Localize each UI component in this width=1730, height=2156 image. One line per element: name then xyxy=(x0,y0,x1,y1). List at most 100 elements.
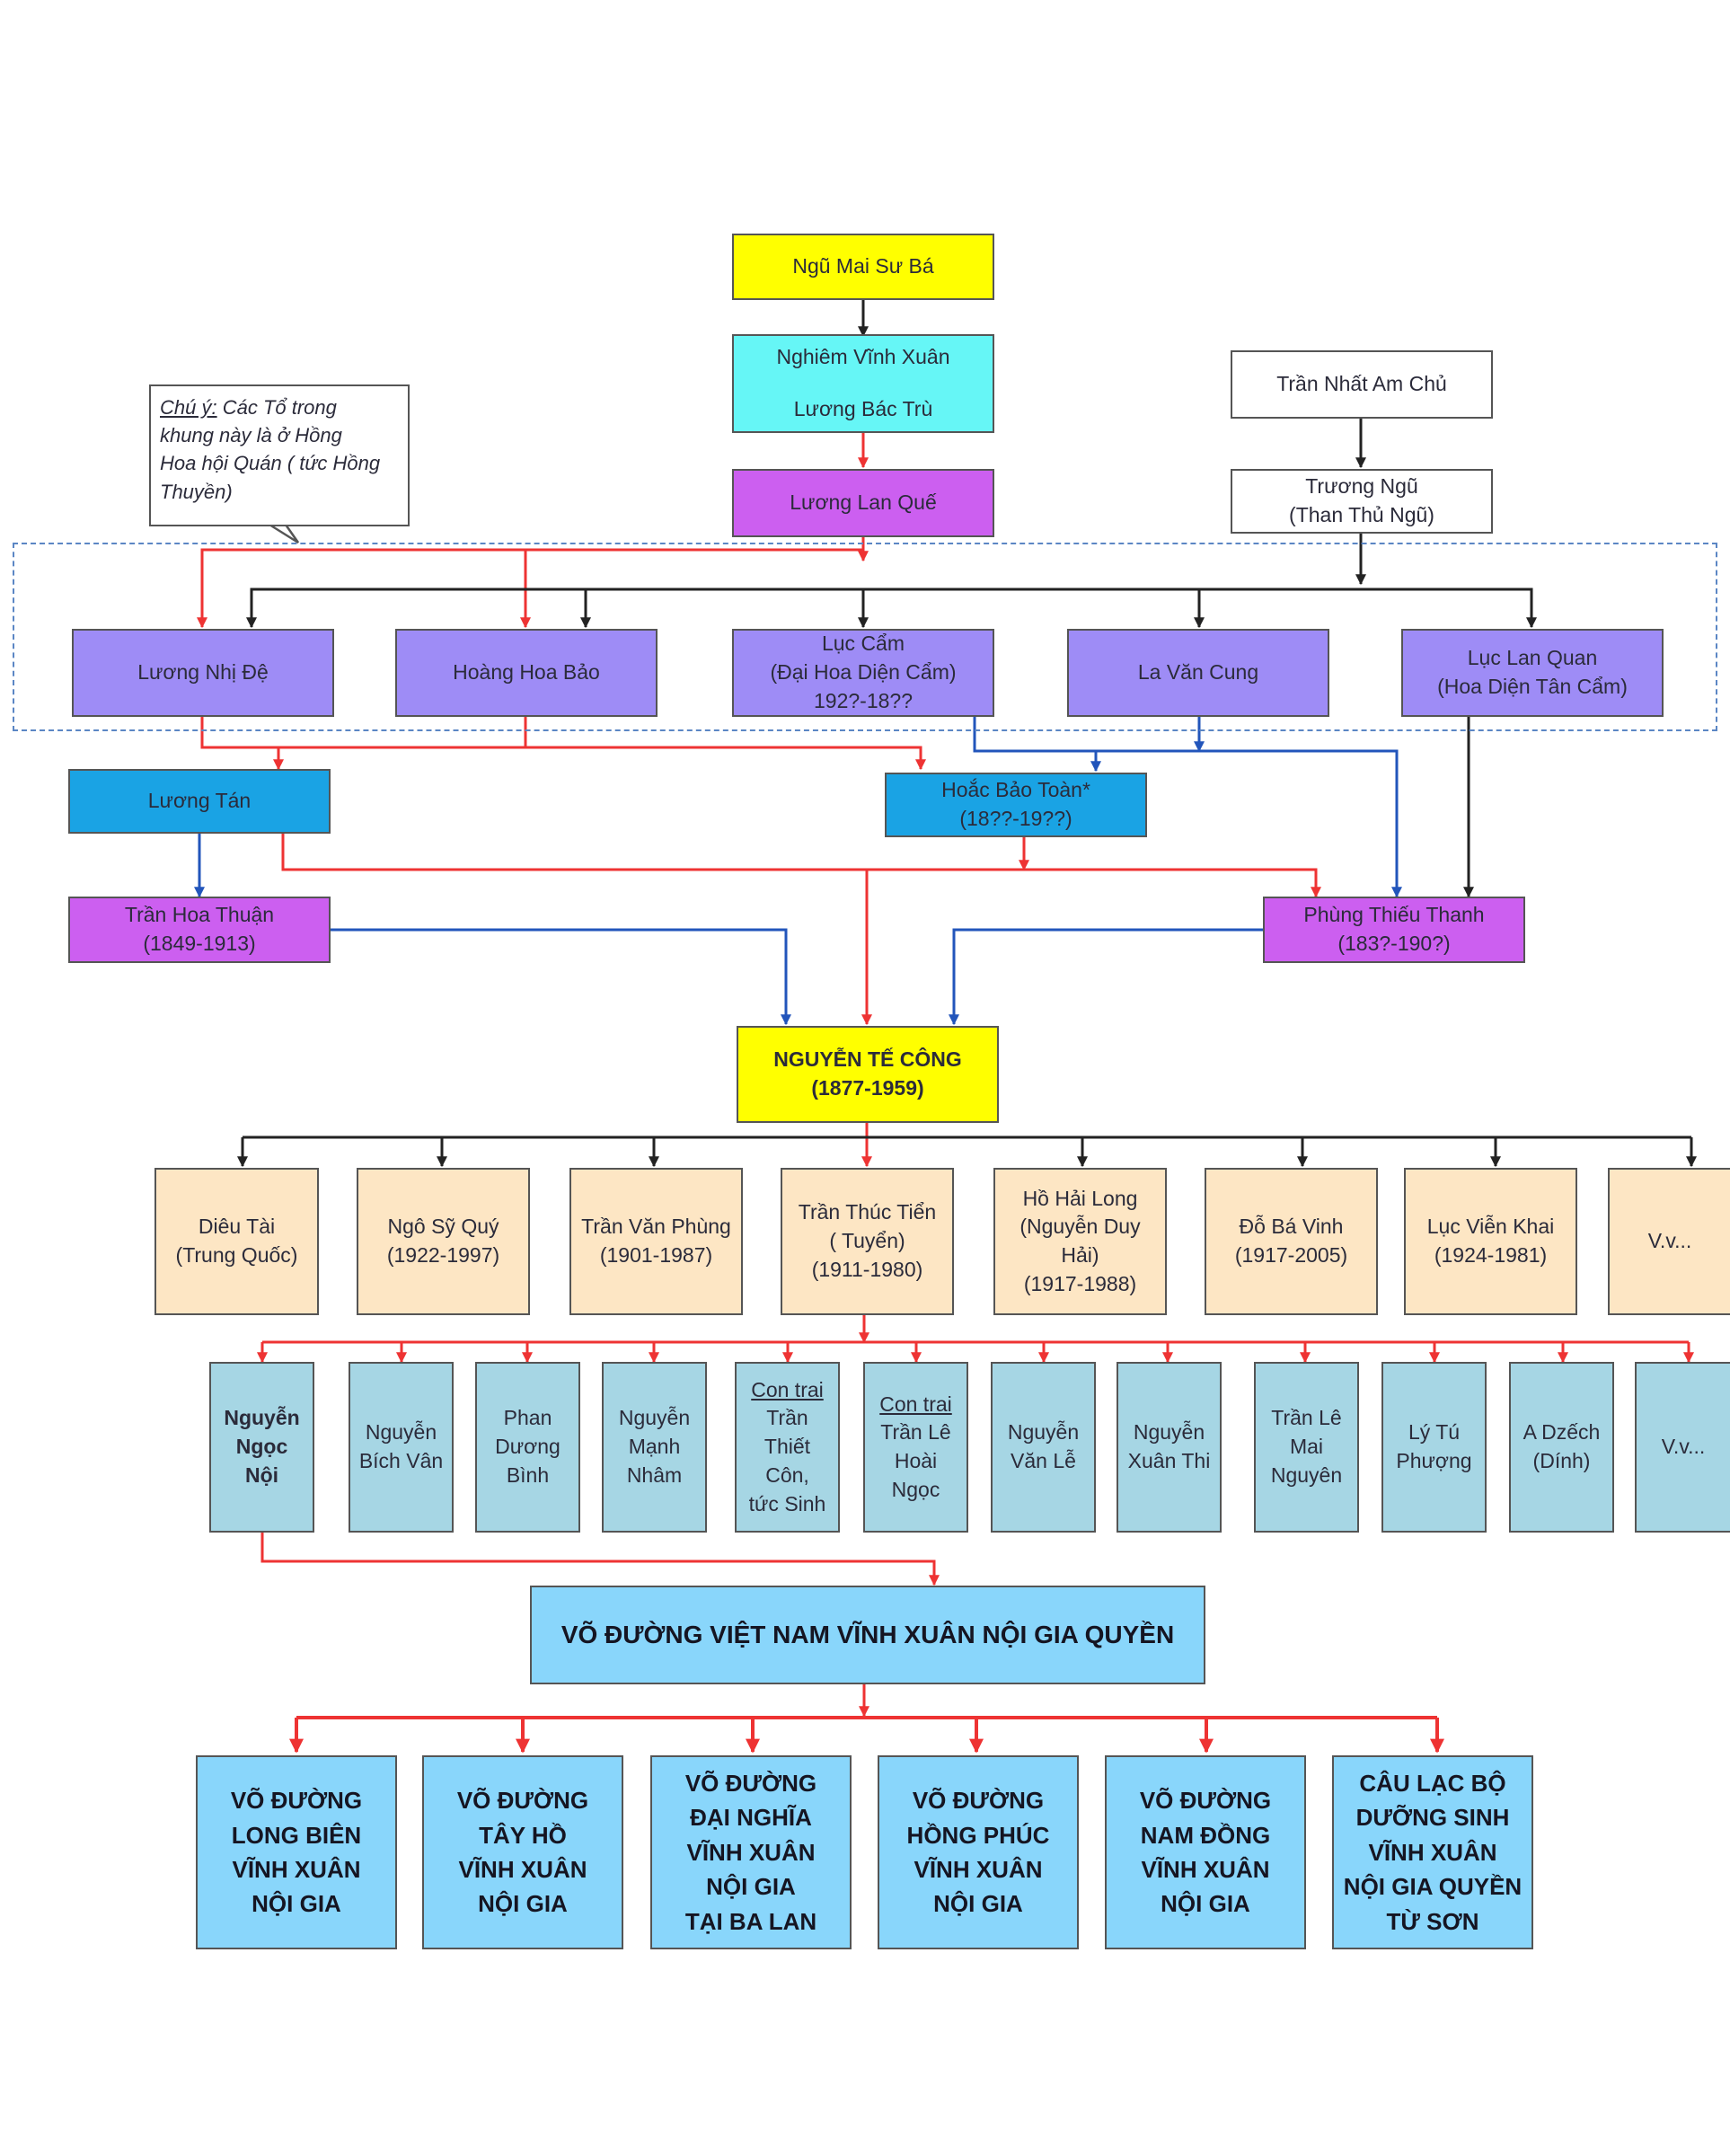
node-label: (1917-2005) xyxy=(1234,1243,1348,1267)
node-label: (1877-1959) xyxy=(811,1076,924,1100)
node-label: Nguyễn xyxy=(1133,1420,1205,1445)
node-label: tức Sinh xyxy=(748,1491,826,1515)
node-label: Hải) xyxy=(1061,1243,1099,1267)
disciple-etc: V.v... xyxy=(1635,1362,1730,1533)
node-label: Mạnh xyxy=(628,1435,681,1459)
node-label: Mai xyxy=(1289,1435,1324,1459)
node-label: Trần Lê xyxy=(1271,1406,1342,1430)
node-label: (Dính) xyxy=(1532,1449,1591,1472)
node-nguyen-te-cong: NGUYỄN TẾ CÔNG (1877-1959) xyxy=(737,1026,999,1123)
node-label: VÕ ĐƯỜNG xyxy=(230,1787,363,1815)
node-label: Ngọc xyxy=(235,1435,288,1459)
node-label: Nội xyxy=(244,1462,279,1487)
node-label: NỘI GIA xyxy=(478,1890,568,1918)
node-label: Trần Thúc Tiển xyxy=(798,1200,937,1224)
note-callout: Chú ý: Các Tổ trong khung này là ở Hồng … xyxy=(149,384,410,526)
node-tran-nhat-am-chu: Trần Nhất Am Chủ xyxy=(1231,350,1493,419)
disciple-a-dzech: A Dzếch (Dính) xyxy=(1509,1362,1614,1533)
node-label: Phùng Thiếu Thanh xyxy=(1303,903,1485,927)
node-label: A Dzếch xyxy=(1523,1420,1601,1445)
node-label: NỘI GIA xyxy=(1161,1890,1250,1918)
node-label: Dương xyxy=(495,1435,560,1459)
node-label: Lương Lan Quế xyxy=(790,490,937,515)
node-luc-lan-quan: Lục Lan Quan (Hoa Diện Tân Cẩm) xyxy=(1401,629,1664,717)
branch-hong-phuc: VÕ ĐƯỜNG HỒNG PHÚC VĨNH XUÂN NỘI GIA xyxy=(878,1755,1079,1949)
node-label: Nhâm xyxy=(626,1462,683,1487)
note-line: Các Tổ trong xyxy=(222,396,337,419)
node-label: (1917-1988) xyxy=(1023,1271,1137,1295)
node-label: (Đại Hoa Diện Cẩm) xyxy=(770,660,957,685)
node-label: ĐẠI NGHĨA xyxy=(690,1804,812,1832)
node-label: VĨNH XUÂN xyxy=(1368,1838,1497,1866)
branch-tu-son: CÂU LẠC BỘ DƯỠNG SINH VĨNH XUÂN NỘI GIA … xyxy=(1332,1755,1533,1949)
node-label: Diêu Tài xyxy=(198,1215,276,1239)
branch-long-bien: VÕ ĐƯỜNG LONG BIÊN VĨNH XUÂN NỘI GIA xyxy=(196,1755,397,1949)
node-label: Lương Tán xyxy=(147,789,252,813)
node-label: Nguyễn xyxy=(224,1406,300,1430)
node-label: NỘI GIA xyxy=(706,1873,796,1901)
node-label: (Trung Quốc) xyxy=(175,1243,298,1267)
node-label: Trần Lê xyxy=(880,1420,951,1445)
node-label: Lục Cẩm xyxy=(821,632,905,656)
node-label: Hoài xyxy=(894,1449,938,1472)
disciple-tran-le-hoai-ngoc: Con trai Trần Lê Hoài Ngọc xyxy=(863,1362,968,1533)
node-label: Trương Ngũ xyxy=(1305,474,1418,499)
node-label: La Văn Cung xyxy=(1137,660,1259,685)
node-label: (Than Thủ Ngũ) xyxy=(1289,503,1434,526)
node-main-school: VÕ ĐƯỜNG VIỆT NAM VĨNH XUÂN NỘI GIA QUYỀ… xyxy=(530,1586,1205,1684)
node-label: VĨNH XUÂN xyxy=(232,1856,361,1883)
note-prefix: Chú ý: xyxy=(160,396,217,419)
disciple-nguyen-bich-van: Nguyễn Bích Vân xyxy=(349,1362,454,1533)
node-label: Hoàng Hoa Bảo xyxy=(453,660,600,685)
node-label: VÕ ĐƯỜNG xyxy=(912,1787,1045,1815)
student-tran-thuc-tien: Trần Thúc Tiển ( Tuyển) (1911-1980) xyxy=(781,1168,954,1315)
node-label: Văn Lễ xyxy=(1011,1449,1076,1472)
node-label: Lương Nhị Đệ xyxy=(137,660,269,685)
disciple-tran-le-mai-nguyen: Trần Lê Mai Nguyên xyxy=(1254,1362,1359,1533)
node-label: Phượng xyxy=(1396,1449,1472,1472)
node-label: Lục Lan Quan xyxy=(1467,646,1598,670)
node-label: Đỗ Bá Vinh xyxy=(1239,1215,1344,1239)
student-dieu-tai: Diêu Tài (Trung Quốc) xyxy=(154,1168,319,1315)
node-label: (1911-1980) xyxy=(811,1257,923,1281)
node-label: VÕ ĐƯỜNG xyxy=(1139,1787,1272,1815)
node-label: VĨNH XUÂN xyxy=(914,1856,1043,1883)
node-label: (Hoa Diện Tân Cẩm) xyxy=(1437,675,1628,698)
node-label: NAM ĐỒNG xyxy=(1140,1821,1271,1849)
node-hoac-bao-toan: Hoắc Bảo Toàn* (18??-19??) xyxy=(885,773,1147,837)
node-label: V.v... xyxy=(1661,1435,1706,1459)
node-label: VÕ ĐƯỜNG VIỆT NAM VĨNH XUÂN NỘI GIA QUYỀ… xyxy=(560,1620,1175,1648)
node-label: NỘI GIA xyxy=(252,1890,341,1918)
student-etc: V.v... xyxy=(1608,1168,1730,1315)
node-label: (Nguyễn Duy xyxy=(1019,1215,1141,1239)
node-label: Trần Hoa Thuận xyxy=(124,903,275,927)
node-label: Bình xyxy=(506,1462,550,1487)
node-label: Ngũ Mai Sư Bá xyxy=(792,254,934,278)
student-do-ba-vinh: Đỗ Bá Vinh (1917-2005) xyxy=(1205,1168,1378,1315)
branch-tay-ho: VÕ ĐƯỜNG TÂY HỒ VĨNH XUÂN NỘI GIA xyxy=(422,1755,623,1949)
node-label: Bích Vân xyxy=(358,1449,444,1472)
node-label: Trần Nhất Am Chủ xyxy=(1276,372,1447,396)
node-truong-ngu: Trương Ngũ (Than Thủ Ngũ) xyxy=(1231,469,1493,534)
node-label: NGUYỄN TẾ CÔNG xyxy=(773,1047,962,1072)
node-label: Phan xyxy=(503,1406,552,1430)
node-label: (183?-190?) xyxy=(1337,932,1451,955)
node-label: LONG BIÊN xyxy=(231,1821,362,1849)
node-label: Con trai xyxy=(879,1392,952,1416)
node-label: VÕ ĐƯỜNG xyxy=(456,1787,589,1815)
disciple-nguyen-van-le: Nguyễn Văn Lễ xyxy=(991,1362,1096,1533)
node-label: Lục Viễn Khai xyxy=(1426,1215,1555,1239)
node-label: (1922-1997) xyxy=(386,1243,500,1267)
node-label: Ngọc xyxy=(891,1477,940,1501)
node-label: VÕ ĐƯỜNG xyxy=(684,1769,817,1797)
node-label: NỘI GIA QUYỀN xyxy=(1343,1873,1523,1901)
node-hoang-hoa-bao: Hoàng Hoa Bảo xyxy=(395,629,658,717)
node-label: TÂY HỒ xyxy=(479,1821,567,1849)
node-label: Nguyễn xyxy=(365,1420,437,1445)
node-luong-tan: Lương Tán xyxy=(68,769,331,834)
node-label: VĨNH XUÂN xyxy=(686,1838,816,1866)
node-label: Thiết xyxy=(763,1435,811,1459)
node-luong-lan-que: Lương Lan Quế xyxy=(732,469,994,537)
node-label: Nghiêm Vĩnh Xuân xyxy=(776,345,950,368)
